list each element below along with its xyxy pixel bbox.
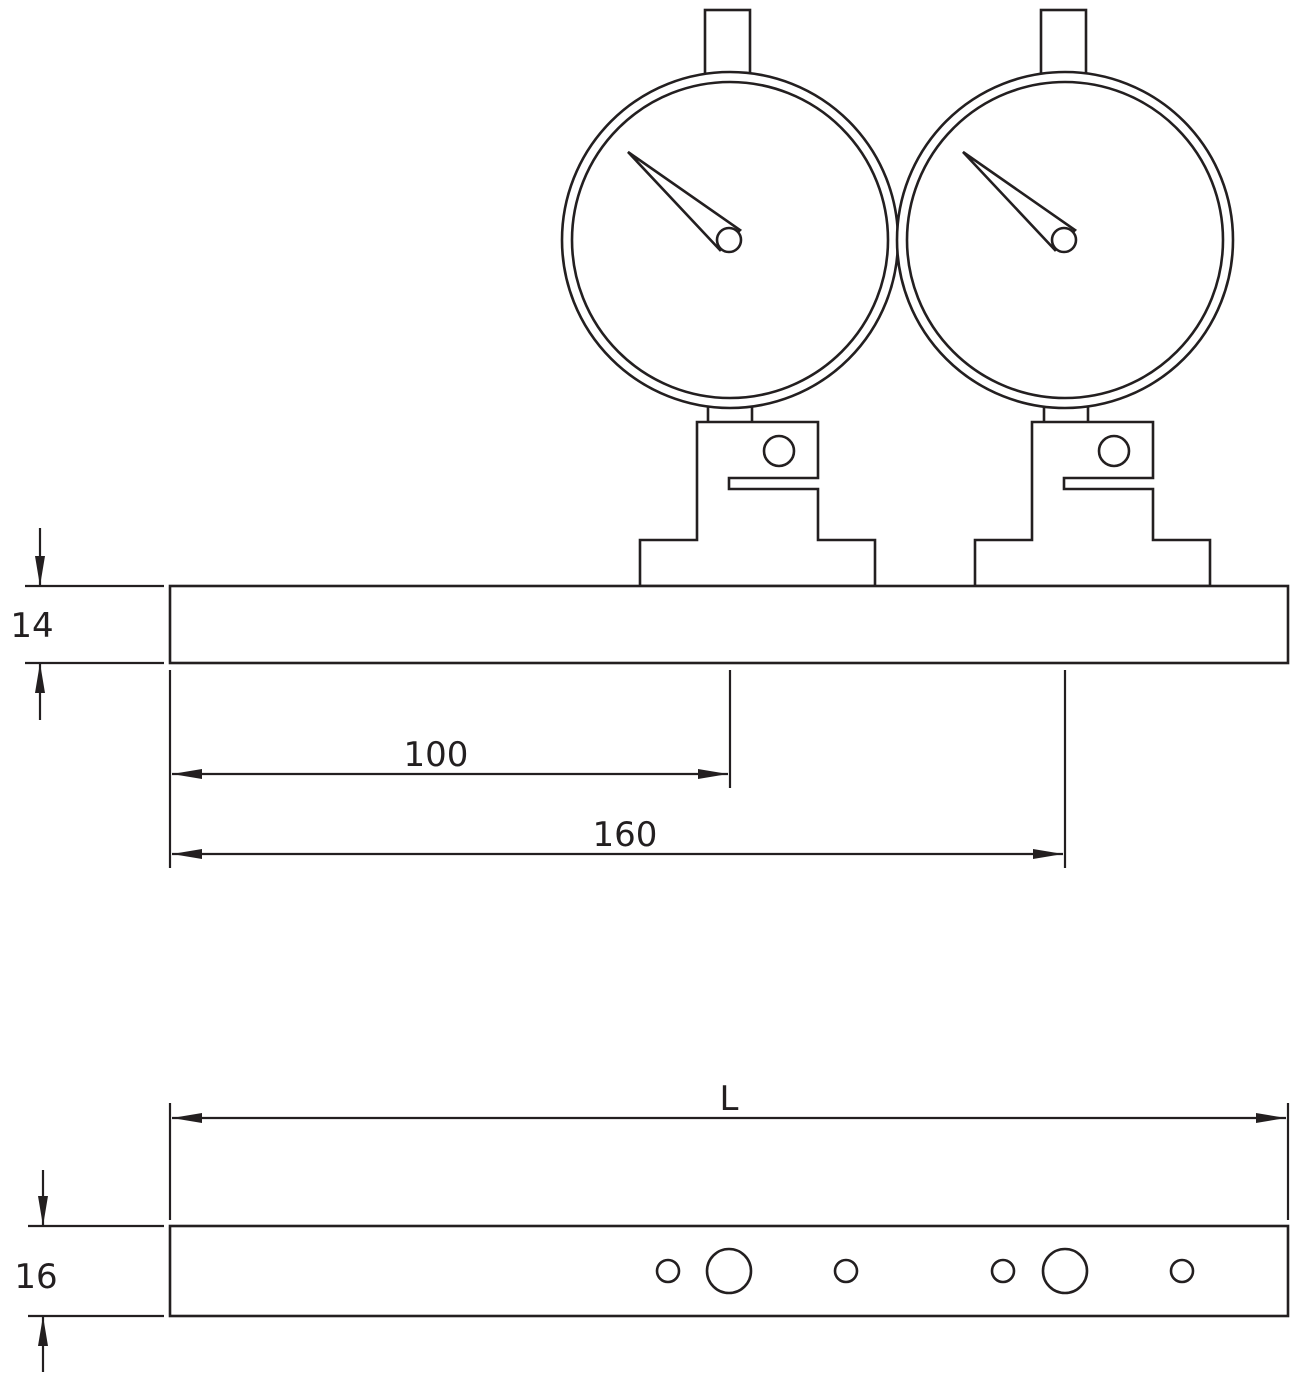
arrowhead <box>1256 1113 1286 1123</box>
arrowhead <box>35 663 45 693</box>
dial-gauge-2 <box>895 8 1235 588</box>
dimension-label-16: 16 <box>14 1257 57 1297</box>
arrowhead <box>38 1316 48 1346</box>
dimension-label-L: L <box>720 1079 739 1119</box>
dial-gauge-1 <box>560 8 900 588</box>
gauge-2-clamp-screw <box>1097 434 1131 468</box>
base-bar-front <box>168 584 1290 665</box>
dimension-length-L: L <box>168 1079 1290 1220</box>
small-hole <box>1169 1258 1195 1284</box>
small-hole <box>833 1258 859 1284</box>
arrowhead <box>172 769 202 779</box>
gauge-2-clamp <box>973 420 1212 588</box>
gauge-1-clamp-screw <box>762 434 796 468</box>
mount-holes-2 <box>990 1247 1195 1295</box>
arrowhead <box>172 1113 202 1123</box>
large-hole <box>705 1247 753 1295</box>
dimension-label-14: 14 <box>10 606 53 646</box>
dimension-label-100: 100 <box>404 735 469 775</box>
dimension-width-16: 16 <box>14 1170 164 1372</box>
small-hole <box>655 1258 681 1284</box>
dimension-label-160: 160 <box>593 815 658 855</box>
arrowhead <box>1033 849 1063 859</box>
arrowhead <box>698 769 728 779</box>
gauge-1-needle-hub <box>715 226 743 254</box>
arrowhead <box>35 556 45 586</box>
gauge-2-needle-hub <box>1050 226 1078 254</box>
small-hole <box>990 1258 1016 1284</box>
arrowhead <box>172 849 202 859</box>
dimension-offset-100: 100 <box>172 735 728 779</box>
gauge-1-clamp <box>638 420 877 588</box>
front-view: 14 100 160 <box>10 8 1290 868</box>
dimension-offset-160: 160 <box>172 815 1063 859</box>
mount-holes-1 <box>655 1247 859 1295</box>
gauge-1-face <box>570 80 890 400</box>
arrowhead <box>38 1196 48 1226</box>
dimension-height-14: 14 <box>10 528 164 720</box>
base-bar-top <box>168 1224 1290 1318</box>
gauge-2-stem <box>1039 8 1088 80</box>
top-view: L 16 <box>14 1079 1290 1372</box>
gauge-1-stem <box>703 8 752 80</box>
large-hole <box>1041 1247 1089 1295</box>
gauge-2-face <box>905 80 1225 400</box>
